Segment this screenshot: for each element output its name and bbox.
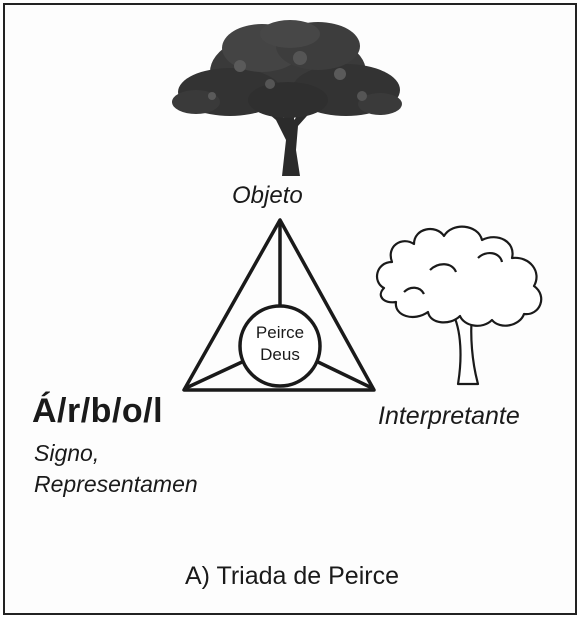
object-label: Objeto <box>232 182 303 209</box>
sign-word: Á/r/b/o/l <box>32 392 164 430</box>
center-label-line1: Peirce <box>256 323 304 342</box>
sign-label-line1: Signo, <box>34 440 100 466</box>
sign-label: Signo, Representamen <box>34 438 198 500</box>
center-label-line2: Deus <box>260 345 300 364</box>
sign-label-line2: Representamen <box>34 471 198 497</box>
interpretant-label: Interpretante <box>378 402 520 430</box>
tree-drawing-icon <box>375 225 543 386</box>
triad-triangle <box>182 218 376 392</box>
figure-caption: A) Triada de Peirce <box>185 562 399 590</box>
tree-photo-icon <box>172 20 402 176</box>
